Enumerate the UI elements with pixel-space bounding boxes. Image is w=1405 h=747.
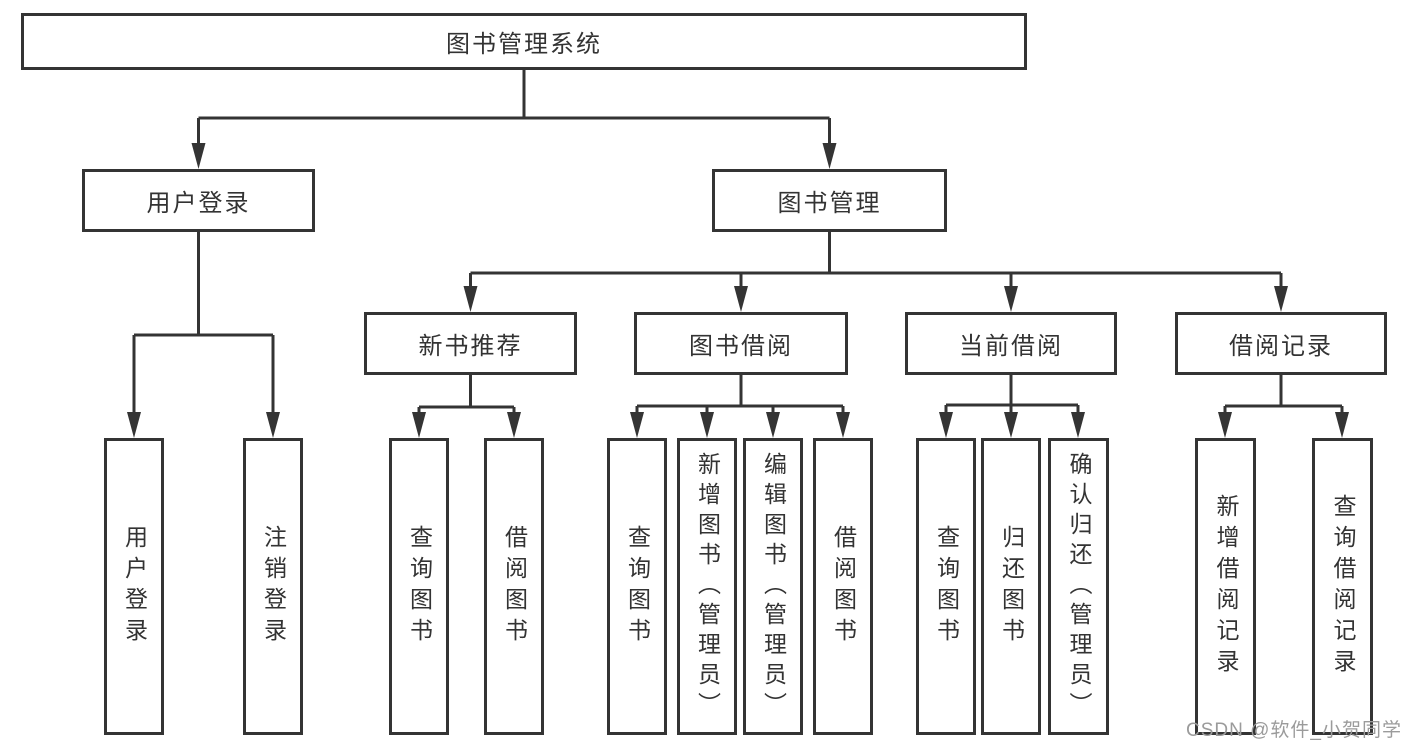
arrowhead xyxy=(507,412,521,438)
arrowhead xyxy=(836,412,850,438)
leaf-label: 借阅图书 xyxy=(830,524,857,649)
arrowhead xyxy=(630,412,644,438)
leaf-label: 编辑图书（管理员） xyxy=(760,451,787,722)
node-book-borrow: 图书借阅 xyxy=(634,312,848,375)
node-label: 新书推荐 xyxy=(418,333,523,360)
arrowhead xyxy=(191,143,206,169)
leaf-user-login: 用户登录 xyxy=(104,438,164,735)
leaf-query-books-3: 查询图书 xyxy=(916,438,976,735)
arrowhead xyxy=(939,412,953,438)
node-library-management-system: 图书管理系统 xyxy=(21,13,1027,70)
leaf-borrow-books-1: 借阅图书 xyxy=(484,438,544,735)
leaf-return-books: 归还图书 xyxy=(981,438,1041,735)
leaf-query-books-1: 查询图书 xyxy=(389,438,449,735)
leaf-label: 注销登录 xyxy=(260,524,287,649)
leaf-add-book-admin: 新增图书（管理员） xyxy=(677,438,737,735)
node-current-borrow: 当前借阅 xyxy=(905,312,1117,375)
node-label: 图书借阅 xyxy=(689,333,793,360)
leaf-label: 新增借阅记录 xyxy=(1213,493,1239,680)
leaf-label: 查询图书 xyxy=(624,524,651,649)
leaf-query-books-2: 查询图书 xyxy=(607,438,667,735)
leaf-borrow-books-2: 借阅图书 xyxy=(813,438,873,735)
node-label: 用户登录 xyxy=(146,190,251,217)
leaf-logout: 注销登录 xyxy=(243,438,303,735)
leaf-label: 用户登录 xyxy=(121,524,148,649)
arrowhead xyxy=(700,412,714,438)
arrowhead xyxy=(1004,286,1018,312)
leaf-label: 查询借阅记录 xyxy=(1330,493,1356,680)
arrowhead xyxy=(1218,412,1232,438)
leaf-label: 查询图书 xyxy=(406,524,433,649)
leaf-label: 查询图书 xyxy=(933,524,960,649)
node-label: 图书管理 xyxy=(777,190,882,217)
node-borrow-records: 借阅记录 xyxy=(1175,312,1387,375)
node-book-management: 图书管理 xyxy=(712,169,947,232)
node-label: 当前借阅 xyxy=(959,333,1063,360)
node-user-login: 用户登录 xyxy=(82,169,315,232)
leaf-query-borrow-record: 查询借阅记录 xyxy=(1312,438,1373,735)
leaf-edit-book-admin: 编辑图书（管理员） xyxy=(743,438,803,735)
leaf-label: 归还图书 xyxy=(998,524,1025,649)
arrowhead xyxy=(1274,286,1288,312)
arrowhead xyxy=(266,412,280,438)
node-label: 借阅记录 xyxy=(1229,333,1333,360)
arrowhead xyxy=(734,286,748,312)
arrowhead xyxy=(412,412,426,438)
leaf-label: 确认归还（管理员） xyxy=(1066,451,1092,722)
node-label: 图书管理系统 xyxy=(446,31,602,58)
leaf-label: 借阅图书 xyxy=(501,524,528,649)
arrowhead xyxy=(766,412,780,438)
arrowhead xyxy=(1004,412,1018,438)
arrowhead xyxy=(1335,412,1349,438)
node-new-book-recommend: 新书推荐 xyxy=(364,312,577,375)
arrowhead xyxy=(463,286,478,312)
arrowhead xyxy=(822,143,837,169)
arrowhead xyxy=(127,412,141,438)
leaf-confirm-return-admin: 确认归还（管理员） xyxy=(1048,438,1109,735)
csdn-watermark: CSDN @软件_小贺同学 xyxy=(1186,720,1402,741)
leaf-add-borrow-record: 新增借阅记录 xyxy=(1195,438,1256,735)
leaf-label: 新增图书（管理员） xyxy=(694,451,721,722)
arrowhead xyxy=(1071,412,1085,438)
